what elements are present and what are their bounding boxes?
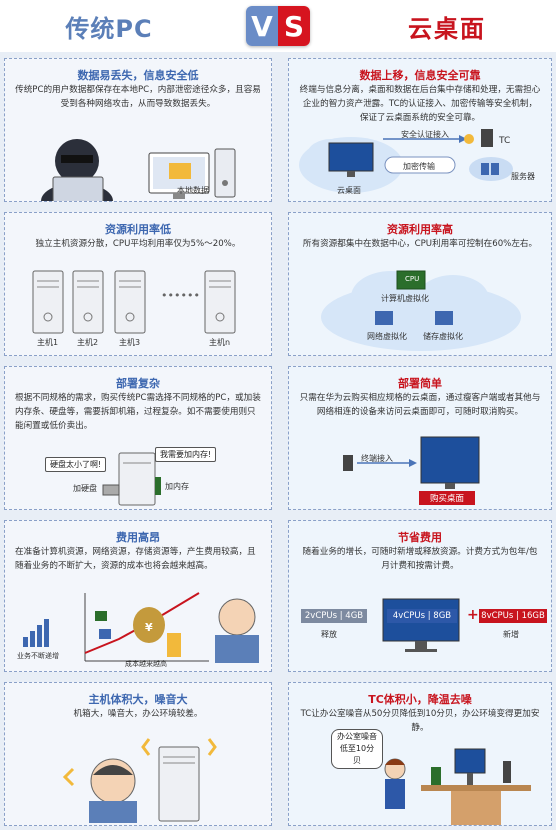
network-virt-label: 网络虚拟化 bbox=[367, 332, 407, 341]
need-mem-bubble: 我需要加内存! bbox=[155, 447, 217, 462]
panel-left-3: 部署复杂 根据不同规格的需求，购买传统PC需选择不同规格的PC，或加装内存条、硬… bbox=[4, 366, 272, 510]
vs-v: V bbox=[246, 6, 278, 46]
panel-title: 资源利用率低 bbox=[105, 223, 171, 236]
panel-title: 费用高昂 bbox=[116, 531, 160, 544]
host-3-label: 主机3 bbox=[119, 338, 141, 347]
host-1-label: 主机1 bbox=[37, 338, 59, 347]
panel-desc: 机箱大，噪音大，办公环境较差。 bbox=[73, 709, 203, 719]
panel-title: 主机体积大，噪音大 bbox=[88, 693, 188, 706]
panel-title: 资源利用率高 bbox=[387, 223, 453, 236]
yen-label: ¥ bbox=[145, 621, 153, 634]
panel-desc: 终端与信息分离，桌面和数据在后台集中存储和处理，无需担心企业的智力资产泄露。TC… bbox=[299, 85, 541, 123]
complex-deploy-illustration bbox=[102, 452, 161, 506]
encrypt-label: 加密传输 bbox=[403, 162, 435, 171]
virtualization-cloud bbox=[321, 270, 521, 351]
panel-desc: 根据不同规格的需求，购买传统PC需选择不同规格的PC，或加装内存条、硬盘等，需要… bbox=[15, 393, 261, 431]
cpu-label: CPU bbox=[405, 275, 420, 283]
auth-label: 安全认证接入 bbox=[401, 130, 449, 139]
storage-virt-label: 储存虚拟化 bbox=[423, 332, 463, 341]
panel-left-4: 费用高昂 在准备计算机资源，网络资源，存储资源等，产生费用较高，且随着业务的不断… bbox=[4, 520, 272, 672]
panel-title: TC体积小，降温去噪 bbox=[368, 693, 472, 706]
left-title: 传统PC bbox=[65, 14, 153, 43]
header-right: 云桌面 bbox=[278, 0, 556, 52]
panel-right-1: 数据上移，信息安全可靠 终端与信息分离，桌面和数据在后台集中存储和处理，无需担心… bbox=[288, 58, 552, 202]
right-title: 云桌面 bbox=[408, 14, 486, 43]
panel-left-1: 数据易丢失，信息安全低 传统PC的用户数据都保存在本地PC，内部泄密途径众多，且… bbox=[4, 58, 272, 202]
hacker-illustration bbox=[41, 139, 236, 201]
noisy-host-illustration bbox=[62, 738, 217, 823]
left-spec-badge: 2vCPUs | 4GB bbox=[301, 609, 367, 623]
simple-deploy-illustration bbox=[343, 436, 480, 489]
panel-title: 节省费用 bbox=[398, 531, 442, 544]
add-mem-label: 加内存 bbox=[165, 482, 189, 491]
noise-bubble: 办公室噪音低至10分贝 bbox=[331, 729, 383, 769]
release-label: 释放 bbox=[321, 630, 337, 639]
cost-growth-label: 成本越来越高 bbox=[125, 660, 167, 668]
right-spec-badge: 8vCPUs | 16GB bbox=[479, 609, 547, 623]
tc-label: TC bbox=[499, 136, 511, 146]
cloud-desktop-label: 云桌面 bbox=[337, 186, 361, 195]
quiet-office-illustration bbox=[384, 748, 531, 825]
host-2-label: 主机2 bbox=[77, 338, 99, 347]
cloud-security-illustration bbox=[299, 129, 513, 193]
cost-illustration bbox=[23, 592, 259, 663]
host-n-label: 主机n bbox=[209, 338, 231, 347]
center-spec-badge: 4vCPUs | 8GB bbox=[387, 609, 457, 623]
hosts-illustration bbox=[32, 270, 236, 334]
panel-desc: 独立主机资源分散，CPU平均利用率仅为5%～20%。 bbox=[35, 239, 241, 249]
panel-desc: 传统PC的用户数据都保存在本地PC，内部泄密途径众多，且容易受到各种网络攻击，从… bbox=[15, 85, 261, 109]
panel-left-2: 资源利用率低 独立主机资源分散，CPU平均利用率仅为5%～20%。 ••••••… bbox=[4, 212, 272, 356]
panel-right-3: 部署简单 只需在华为云购买相应规格的云桌面，通过瘦客户端或者其他与网络相连的设备… bbox=[288, 366, 552, 510]
local-data-label: 本地数据 bbox=[177, 186, 209, 195]
server-label: 服务器 bbox=[511, 172, 535, 181]
disk-small-bubble: 硬盘太小了啊! bbox=[45, 457, 107, 472]
buy-desktop-button[interactable]: 购买桌面 bbox=[419, 491, 475, 505]
panel-desc: TC让办公室噪音从50分贝降低到10分贝，办公环境变得更加安静。 bbox=[300, 709, 540, 733]
panel-title: 部署复杂 bbox=[116, 377, 160, 390]
panel-right-5: TC体积小，降温去噪 TC让办公室噪音从50分贝降低到10分贝，办公环境变得更加… bbox=[288, 682, 552, 826]
host-icon bbox=[32, 270, 236, 334]
add-disk-label: 加硬盘 bbox=[73, 484, 97, 493]
panel-right-4: 节省费用 随着业务的增长，可随时新增或释放资源。计费方式为包年/包月计费和按需计… bbox=[288, 520, 552, 672]
dots-label: •••••• bbox=[161, 289, 200, 302]
panel-desc: 只需在华为云购买相应规格的云桌面，通过瘦客户端或者其他与网络相连的设备来访问云桌… bbox=[299, 393, 541, 417]
add-label: 新增 bbox=[503, 630, 519, 639]
vs-badge: V S bbox=[246, 6, 310, 46]
business-growth-label: 业务不断递增 bbox=[17, 652, 59, 660]
compute-virt-label: 计算机虚拟化 bbox=[381, 294, 429, 303]
terminal-label: 终端接入 bbox=[361, 454, 393, 463]
panel-left-5: 主机体积大，噪音大 机箱大，噪音大，办公环境较差。 bbox=[4, 682, 272, 826]
vs-s: S bbox=[278, 6, 310, 46]
header-left: 传统PC bbox=[0, 0, 278, 52]
panel-desc: 在准备计算机资源，网络资源，存储资源等，产生费用较高，且随着业务的不断扩大，资源… bbox=[15, 547, 256, 571]
panel-title: 部署简单 bbox=[398, 377, 442, 390]
panel-desc: 随着业务的增长，可随时新增或释放资源。计费方式为包年/包月计费和按需计费。 bbox=[302, 547, 538, 571]
plus-label: + bbox=[467, 607, 479, 623]
panel-desc: 所有资源都集中在数据中心，CPU利用率可控制在60%左右。 bbox=[302, 239, 538, 249]
panel-right-2: 资源利用率高 所有资源都集中在数据中心，CPU利用率可控制在60%左右。 CPU… bbox=[288, 212, 552, 356]
panel-title: 数据易丢失，信息安全低 bbox=[77, 69, 199, 82]
panel-title: 数据上移，信息安全可靠 bbox=[359, 69, 481, 82]
header: 传统PC 云桌面 V S bbox=[0, 0, 556, 52]
monitor-icon bbox=[382, 598, 460, 652]
